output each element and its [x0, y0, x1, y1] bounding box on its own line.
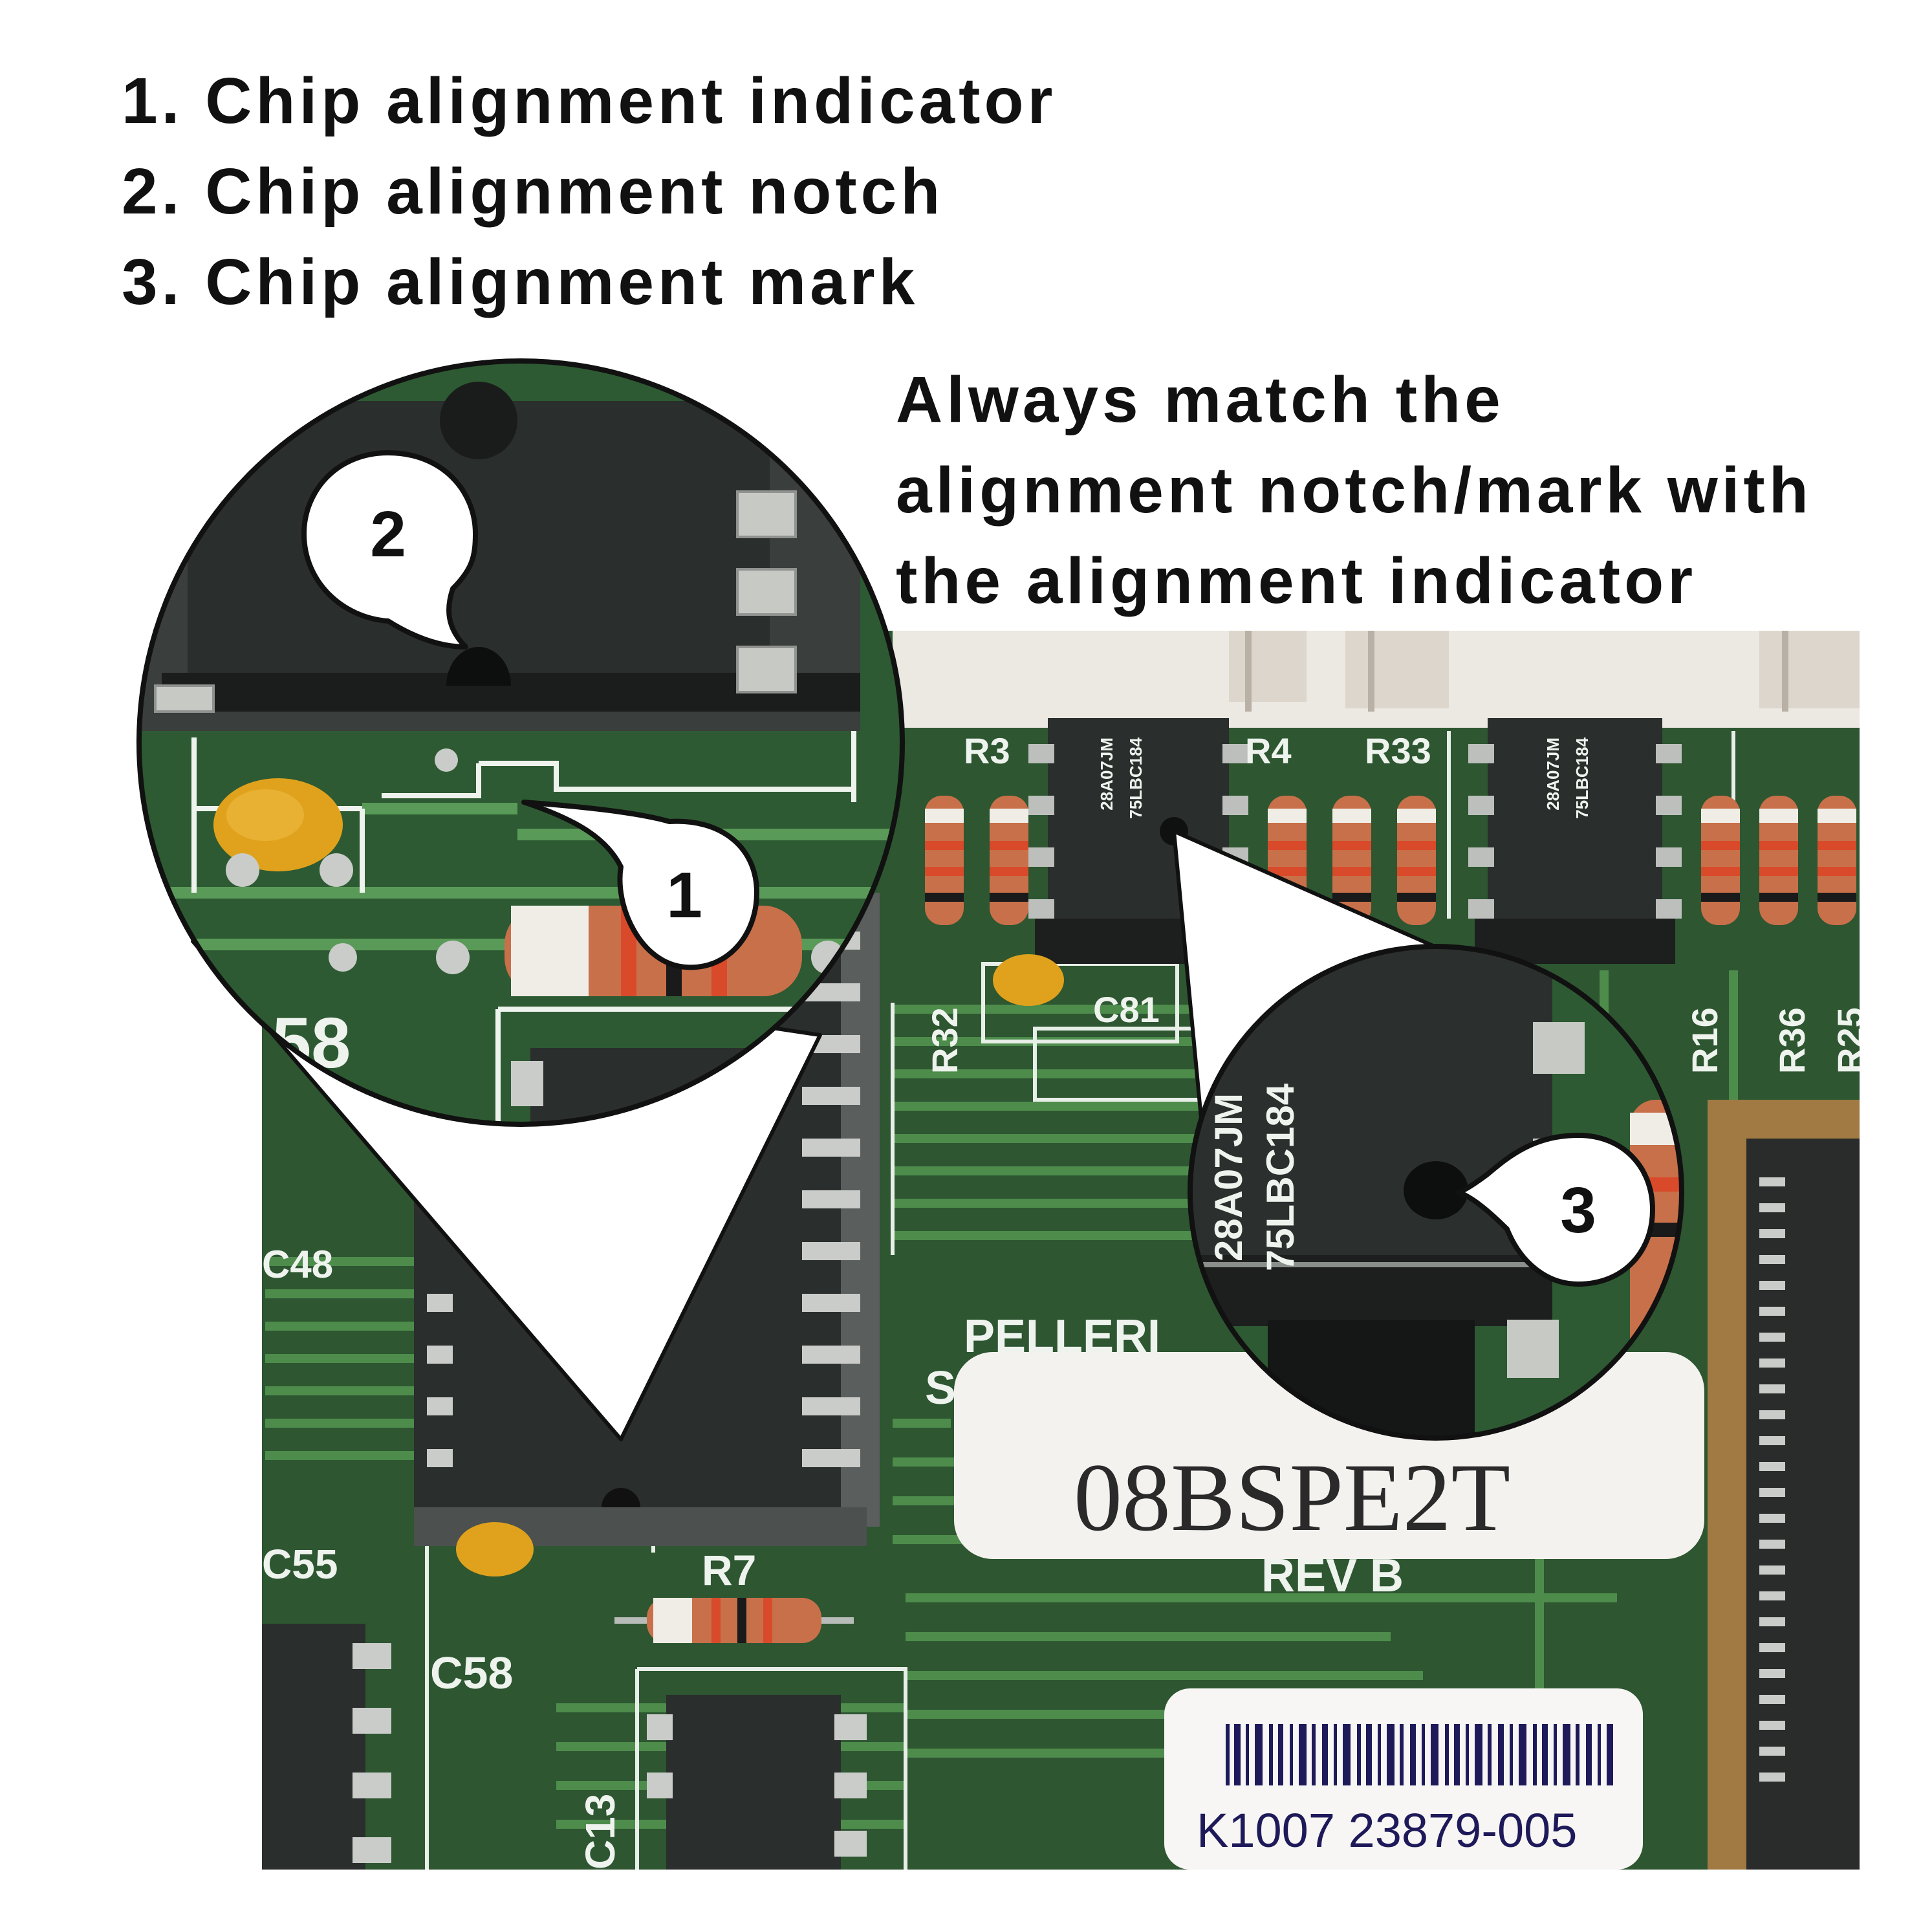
- resistor: [990, 796, 1028, 925]
- silk-r16: R16: [1684, 1007, 1725, 1074]
- callout-number-2: 2: [370, 498, 406, 571]
- silk-r33: R33: [1365, 730, 1431, 771]
- legend-number: 3.: [122, 246, 184, 318]
- legend: 1. Chip alignment indicator 2. Chip alig…: [122, 56, 1056, 327]
- dip-chip-bottom-left: [262, 1624, 391, 1870]
- silk-r32: R32: [924, 1007, 965, 1074]
- callout-bubble-3: 3: [1456, 1133, 1655, 1287]
- barcode-text: K1007 23879-005: [1197, 1804, 1577, 1857]
- silk-r25: R25: [1830, 1007, 1871, 1074]
- callout-number-3: 3: [1560, 1174, 1596, 1247]
- barcode-label: K1007 23879-005: [1164, 1688, 1643, 1870]
- legend-item-2: 2. Chip alignment notch: [122, 146, 1056, 237]
- silk-r4: R4: [1245, 730, 1292, 771]
- resistor: [925, 796, 964, 925]
- dip-chip-right: 28A07JM 75LBC184: [1468, 718, 1682, 964]
- legend-text: Chip alignment indicator: [205, 65, 1057, 137]
- zoom-chip-marking: 75LBC184: [1259, 1083, 1302, 1271]
- resistor: [1332, 796, 1371, 925]
- legend-number: 1.: [122, 65, 184, 137]
- zoom-chip-marking: 28A07JM: [1207, 1093, 1250, 1261]
- barcode: [1226, 1724, 1613, 1785]
- callout-number-1: 1: [666, 859, 702, 932]
- resistor: [1701, 796, 1740, 925]
- silk-c13: C13: [577, 1794, 624, 1870]
- callout-bubble-1: 1: [521, 800, 759, 970]
- chip-marking: 28A07JM: [1097, 737, 1116, 811]
- zoom-circle-notch: 58: [136, 358, 905, 1127]
- plcc-socket: [1708, 1100, 1860, 1870]
- legend-item-1: 1. Chip alignment indicator: [122, 56, 1056, 146]
- resistor-r7: [614, 1598, 854, 1643]
- white-connector: [893, 631, 1860, 728]
- chip-alignment-notch: [446, 647, 511, 686]
- silk-r36: R36: [1772, 1007, 1812, 1074]
- capacitor: [993, 954, 1064, 1006]
- chip-alignment-mark-zoomed: [1404, 1161, 1468, 1219]
- silk-r3: R3: [964, 730, 1010, 771]
- capacitor: [456, 1522, 534, 1576]
- silk-c48: C48: [262, 1243, 333, 1286]
- instruction-note: Always match the alignment notch/mark wi…: [896, 355, 1812, 626]
- legend-text: Chip alignment notch: [205, 155, 944, 228]
- silk-c55: C55: [262, 1541, 338, 1587]
- resistor: [1759, 796, 1798, 925]
- chip-marking: 28A07JM: [1543, 737, 1563, 811]
- callout-bubble-2: 2: [301, 450, 478, 649]
- legend-item-3: 3. Chip alignment mark: [122, 237, 1056, 327]
- legend-number: 2.: [122, 155, 184, 228]
- chip-marking: 75LBC184: [1572, 737, 1592, 818]
- resistor: [1397, 796, 1436, 925]
- note-line-3: the alignment indicator: [896, 545, 1697, 617]
- resistor: [1818, 796, 1856, 925]
- note-line-2: alignment notch/mark with: [896, 454, 1812, 527]
- legend-text: Chip alignment mark: [205, 246, 919, 318]
- dip-chip-bottom-center: [647, 1695, 867, 1870]
- silk-c81: C81: [1093, 989, 1160, 1030]
- chip-marking: 75LBC184: [1126, 737, 1145, 818]
- silk-r7: R7: [702, 1546, 756, 1594]
- note-line-1: Always match the: [896, 364, 1504, 436]
- silk-c58: C58: [430, 1648, 513, 1698]
- serial-number: 08BSPE2T: [1074, 1444, 1510, 1551]
- silk-s: S: [925, 1362, 956, 1414]
